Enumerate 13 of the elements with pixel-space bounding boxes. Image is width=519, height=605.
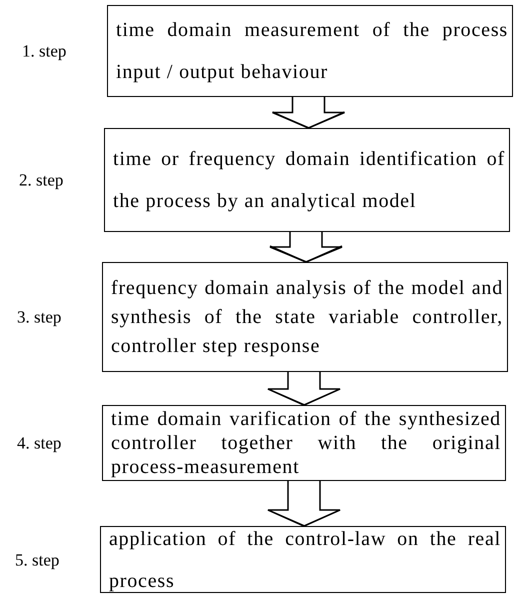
step-description: time domain measurement of the process input / output behaviour (116, 18, 508, 85)
step-label: 3. step (17, 306, 62, 328)
step-label: 1. step (22, 40, 66, 62)
step-label: 2. step (19, 169, 64, 192)
block-arrow (267, 371, 341, 406)
step-label: 4. step (17, 432, 62, 454)
block-arrow (272, 96, 346, 129)
step-description: time domain varification of the synthesized controller together with the original process-measurement (111, 407, 501, 479)
step-description: frequency domain analysis of the model and synthesis of the state variable controller, controller step response (111, 276, 503, 358)
block-arrow (269, 231, 343, 263)
step-label: 5. step (15, 548, 60, 572)
step-description: application of the control-law on the real process (109, 526, 501, 594)
step-description: time or frequency domain identification of the process by an analytical model (113, 147, 505, 214)
